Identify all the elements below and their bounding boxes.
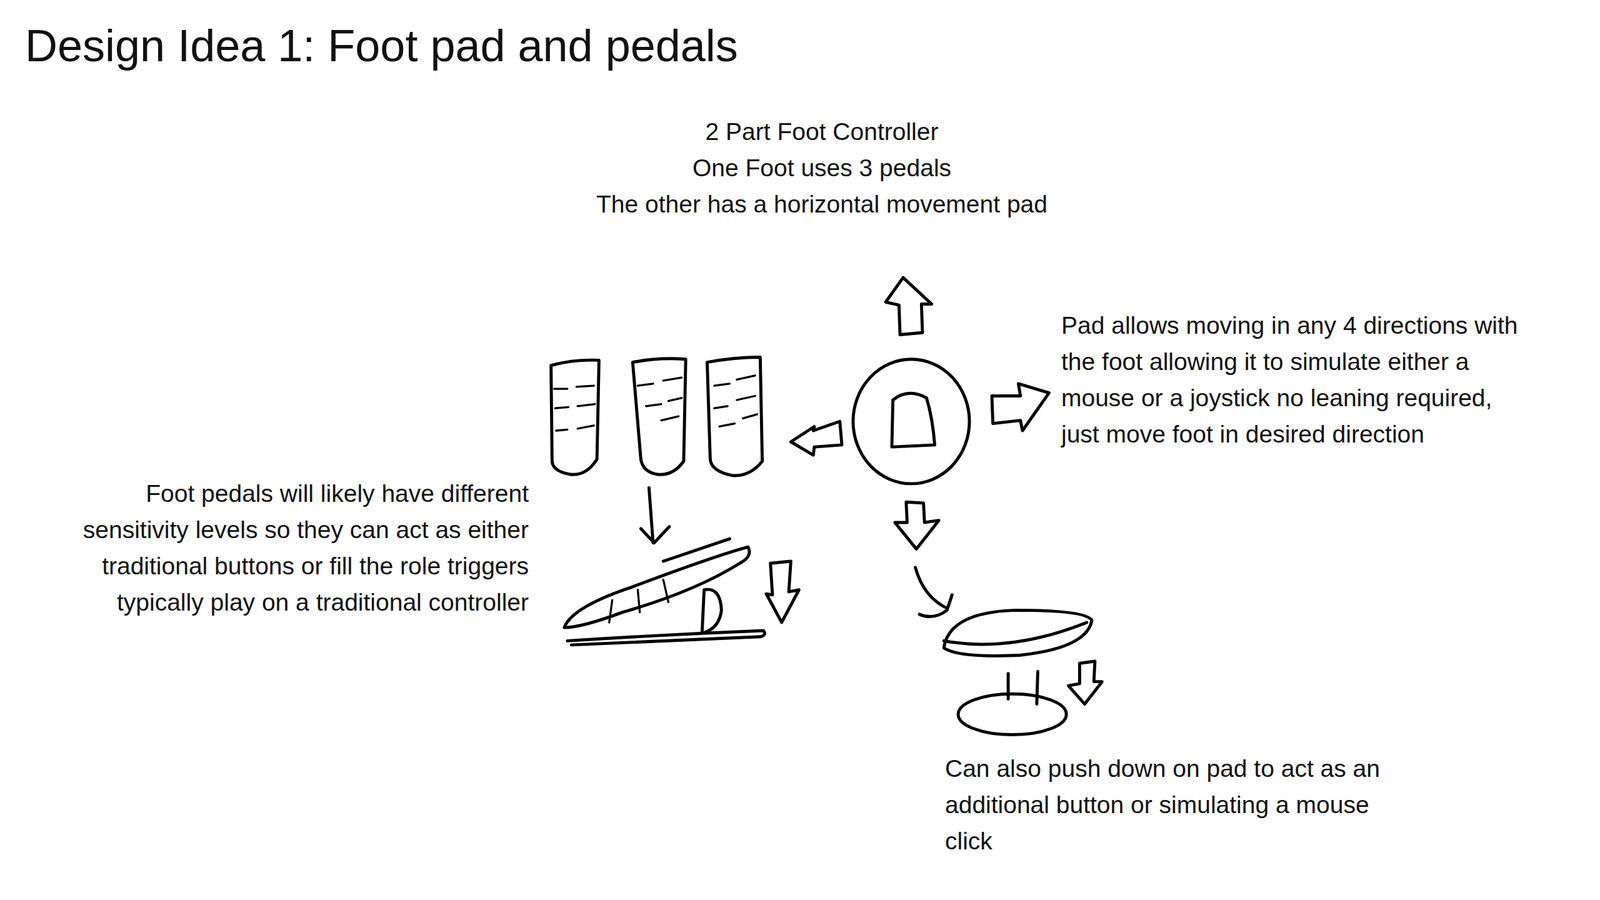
pedal-note: Foot pedals will likely have different s…	[78, 475, 529, 621]
page-title: Design Idea 1: Foot pad and pedals	[25, 18, 739, 73]
movement-pad	[853, 359, 970, 484]
direction-arrows	[790, 277, 1049, 549]
pedal-side-view	[564, 538, 800, 645]
pedal-set	[551, 356, 763, 475]
pad-note: Pad allows moving in any 4 directions wi…	[1061, 307, 1537, 453]
press-note: Can also push down on pad to act as an a…	[945, 750, 1420, 860]
pad-side-view	[943, 610, 1102, 735]
summary-line: The other has a horizontal movement pad	[509, 186, 1135, 223]
summary-line: 2 Part Foot Controller	[509, 113, 1135, 150]
summary-line: One Foot uses 3 pedals	[509, 150, 1135, 187]
